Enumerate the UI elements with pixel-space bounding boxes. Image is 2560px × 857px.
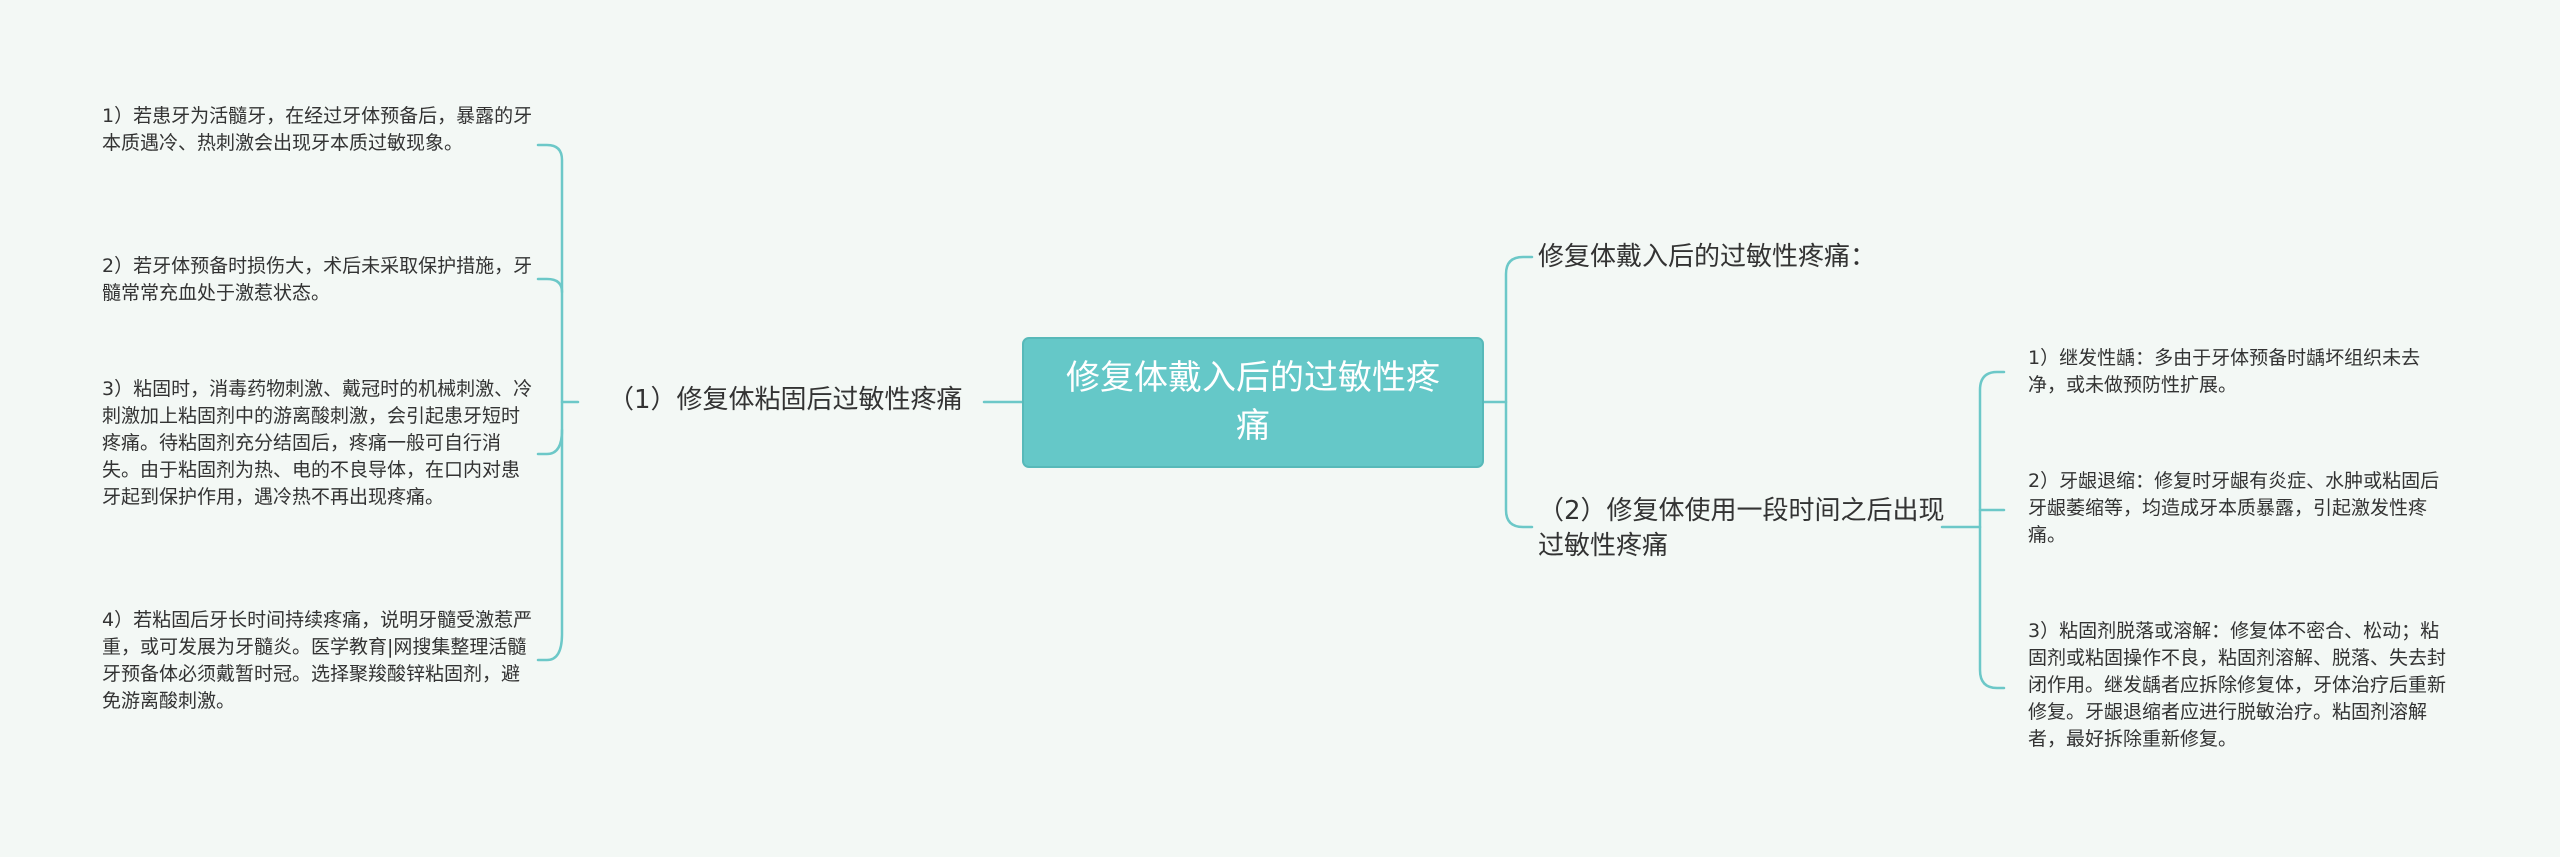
right-top-node[interactable]: 修复体戴入后的过敏性疼痛： [1538, 240, 1918, 275]
left-leaf-2[interactable]: 2）若牙体预备时损伤大，术后未采取保护措施，牙髓常常充血处于激惹状态。 [102, 253, 534, 307]
left-leaf-1[interactable]: 1）若患牙为活髓牙，在经过牙体预备后，暴露的牙本质遇冷、热刺激会出现牙本质过敏现… [102, 103, 534, 157]
connector-left-item-2 [536, 277, 564, 294]
right-leaf-1-text: 1）继发性龋：多由于牙体预备时龋坏组织未去净，或未做预防性扩展。 [2028, 347, 2421, 396]
root-node[interactable]: 修复体戴入后的过敏性疼痛 [1022, 337, 1484, 468]
left-branch-node[interactable]: （1）修复体粘固后过敏性疼痛 [608, 383, 988, 418]
left-leaf-3[interactable]: 3）粘固时，消毒药物刺激、戴冠时的机械刺激、冷刺激加上粘固剂中的游离酸刺激，会引… [102, 376, 534, 511]
left-leaf-2-text: 2）若牙体预备时损伤大，术后未采取保护措施，牙髓常常充血处于激惹状态。 [102, 255, 533, 304]
right-leaf-2-text: 2）牙龈退缩：修复时牙龈有炎症、水肿或粘固后牙龈萎缩等，均造成牙本质暴露，引起激… [2028, 470, 2440, 546]
left-leaf-1-text: 1）若患牙为活髓牙，在经过牙体预备后，暴露的牙本质遇冷、热刺激会出现牙本质过敏现… [102, 105, 533, 154]
root-label: 修复体戴入后的过敏性疼痛 [1066, 357, 1440, 446]
left-leaf-3-text: 3）粘固时，消毒药物刺激、戴冠时的机械刺激、冷刺激加上粘固剂中的游离酸刺激，会引… [102, 378, 533, 508]
left-leaf-4-text: 4）若粘固后牙长时间持续疼痛，说明牙髓受激惹严重，或可发展为牙髓炎。医学教育|网… [102, 609, 533, 712]
right-top-label: 修复体戴入后的过敏性疼痛： [1538, 242, 1877, 272]
right-leaf-3[interactable]: 3）粘固剂脱落或溶解：修复体不密合、松动；粘固剂或粘固操作不良，粘固剂溶解、脱落… [2028, 618, 2450, 753]
right-leaf-1[interactable]: 1）继发性龋：多由于牙体预备时龋坏组织未去净，或未做预防性扩展。 [2028, 345, 2450, 399]
connector-left-item-3 [536, 428, 564, 456]
right-leaf-2[interactable]: 2）牙龈退缩：修复时牙龈有炎症、水肿或粘固后牙龈萎缩等，均造成牙本质暴露，引起激… [2028, 468, 2450, 549]
left-branch-label: （1）修复体粘固后过敏性疼痛 [608, 385, 963, 415]
connector-left-bracket [536, 143, 564, 662]
connector-right-sub-bracket [1978, 370, 2006, 690]
right-leaf-3-text: 3）粘固剂脱落或溶解：修复体不密合、松动；粘固剂或粘固操作不良，粘固剂溶解、脱落… [2028, 620, 2447, 750]
right-branch-node[interactable]: （2）修复体使用一段时间之后出现过敏性疼痛 [1538, 494, 1948, 565]
right-branch-label: （2）修复体使用一段时间之后出现过敏性疼痛 [1538, 496, 1945, 562]
connector-right-bracket [1504, 255, 1534, 529]
left-leaf-4[interactable]: 4）若粘固后牙长时间持续疼痛，说明牙髓受激惹严重，或可发展为牙髓炎。医学教育|网… [102, 607, 534, 715]
